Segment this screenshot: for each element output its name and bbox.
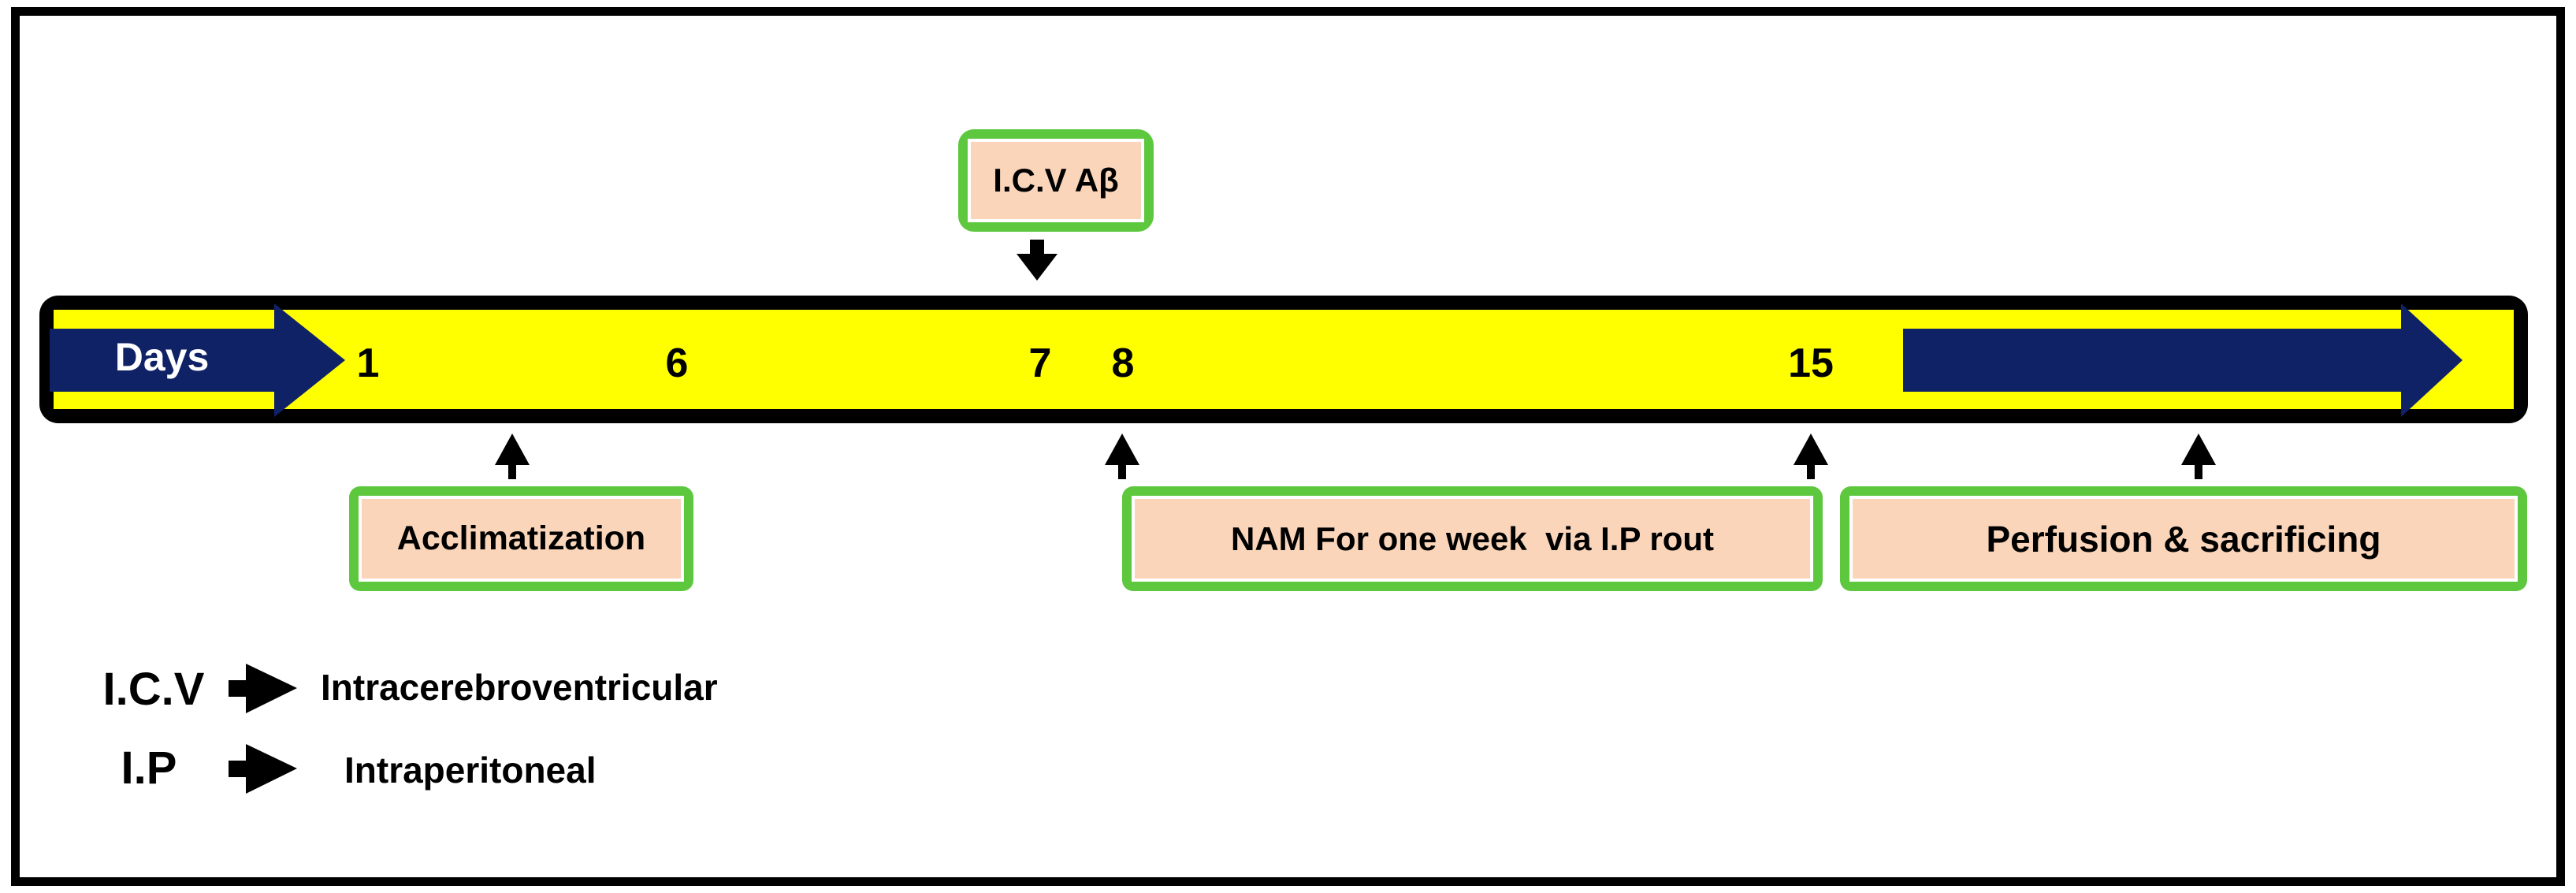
icv-ab-injection-box: I.C.V Aβ bbox=[958, 129, 1154, 232]
legend-icv-abbr: I.C.V bbox=[102, 664, 205, 715]
icv-ab-injection-box-fill: I.C.V Aβ bbox=[971, 142, 1141, 219]
day-tick-8: 8 bbox=[1111, 340, 1135, 386]
legend-icv-meaning: Intracerebroventricular bbox=[321, 667, 718, 708]
day-tick-15: 15 bbox=[1788, 340, 1834, 386]
perfusion-up-arrow-icon bbox=[2181, 433, 2216, 479]
nam-treatment-label: NAM For one week via I.P rout bbox=[1230, 519, 1715, 557]
timeline-forward-arrow-icon bbox=[1903, 303, 2463, 417]
legend-icv-arrow-icon bbox=[229, 664, 297, 713]
icv-ab-injection-label: I.C.V Aβ bbox=[993, 162, 1119, 199]
day-tick-1: 1 bbox=[356, 340, 380, 386]
day-tick-6: 6 bbox=[665, 340, 689, 386]
perfusion-label: Perfusion & sacrificing bbox=[1986, 518, 2381, 560]
legend-ip-abbr: I.P bbox=[121, 742, 177, 794]
timeline-bar bbox=[39, 296, 2528, 423]
days-axis-label: Days bbox=[114, 335, 210, 379]
nam-treatment-box: NAM For one week via I.P rout bbox=[1122, 486, 1823, 591]
nam-up-arrow-icon bbox=[1105, 433, 1139, 479]
figure-border bbox=[11, 7, 2565, 886]
nam-treatment-box-fill: NAM For one week via I.P rout bbox=[1135, 499, 1810, 579]
acclimatization-up-arrow-icon bbox=[495, 433, 530, 479]
icv-down-arrow-icon bbox=[1017, 240, 1058, 281]
legend-ip-arrow-icon bbox=[229, 744, 297, 794]
days-axis-arrow-icon bbox=[50, 303, 345, 417]
acclimatization-box-fill: Acclimatization bbox=[362, 499, 681, 579]
perfusion-box-fill: Perfusion & sacrificing bbox=[1853, 499, 2515, 579]
perfusion-box: Perfusion & sacrificing bbox=[1840, 486, 2527, 591]
acclimatization-label: Acclimatization bbox=[396, 519, 646, 557]
day-tick-7: 7 bbox=[1028, 340, 1052, 386]
legend-ip-meaning: Intraperitoneal bbox=[344, 750, 597, 791]
perfusion-start-up-arrow-icon bbox=[1794, 433, 1828, 479]
acclimatization-box: Acclimatization bbox=[349, 486, 693, 591]
